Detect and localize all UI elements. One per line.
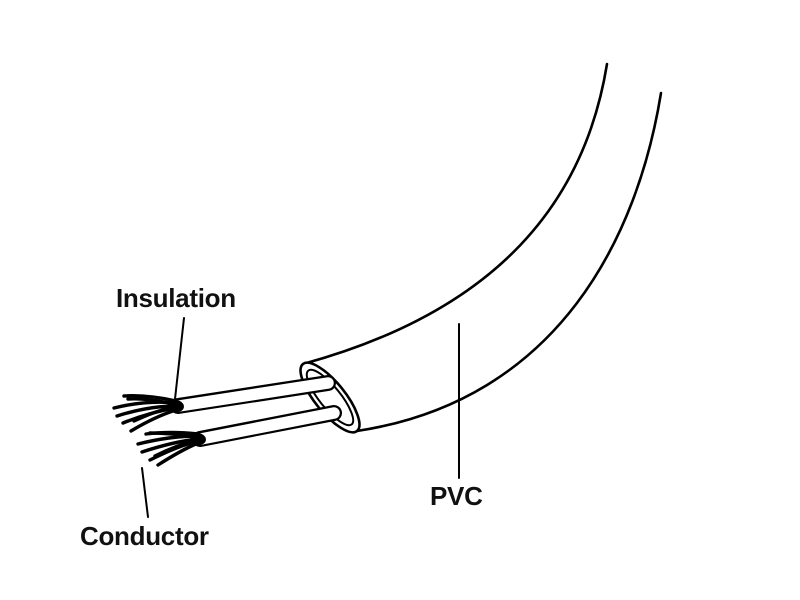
insulated-wires bbox=[170, 375, 342, 447]
insulation-leader-line bbox=[174, 317, 185, 400]
conductor-leader-line bbox=[141, 467, 149, 518]
jacket-outer-edge bbox=[301, 62, 609, 366]
conductor-bundle-upper bbox=[112, 394, 184, 433]
conductor-bundle-lower bbox=[136, 430, 206, 467]
wire-lower-insulation bbox=[195, 407, 340, 445]
leader-lines bbox=[141, 317, 460, 518]
wire-upper-insulation bbox=[173, 377, 334, 412]
cable-jacket bbox=[299, 62, 663, 434]
conductor-strands bbox=[112, 394, 206, 467]
insulation-label: Insulation bbox=[116, 283, 236, 313]
jacket-inner-edge bbox=[355, 91, 663, 433]
pvc-label: PVC bbox=[430, 481, 483, 511]
conductor-label: Conductor bbox=[80, 521, 209, 551]
